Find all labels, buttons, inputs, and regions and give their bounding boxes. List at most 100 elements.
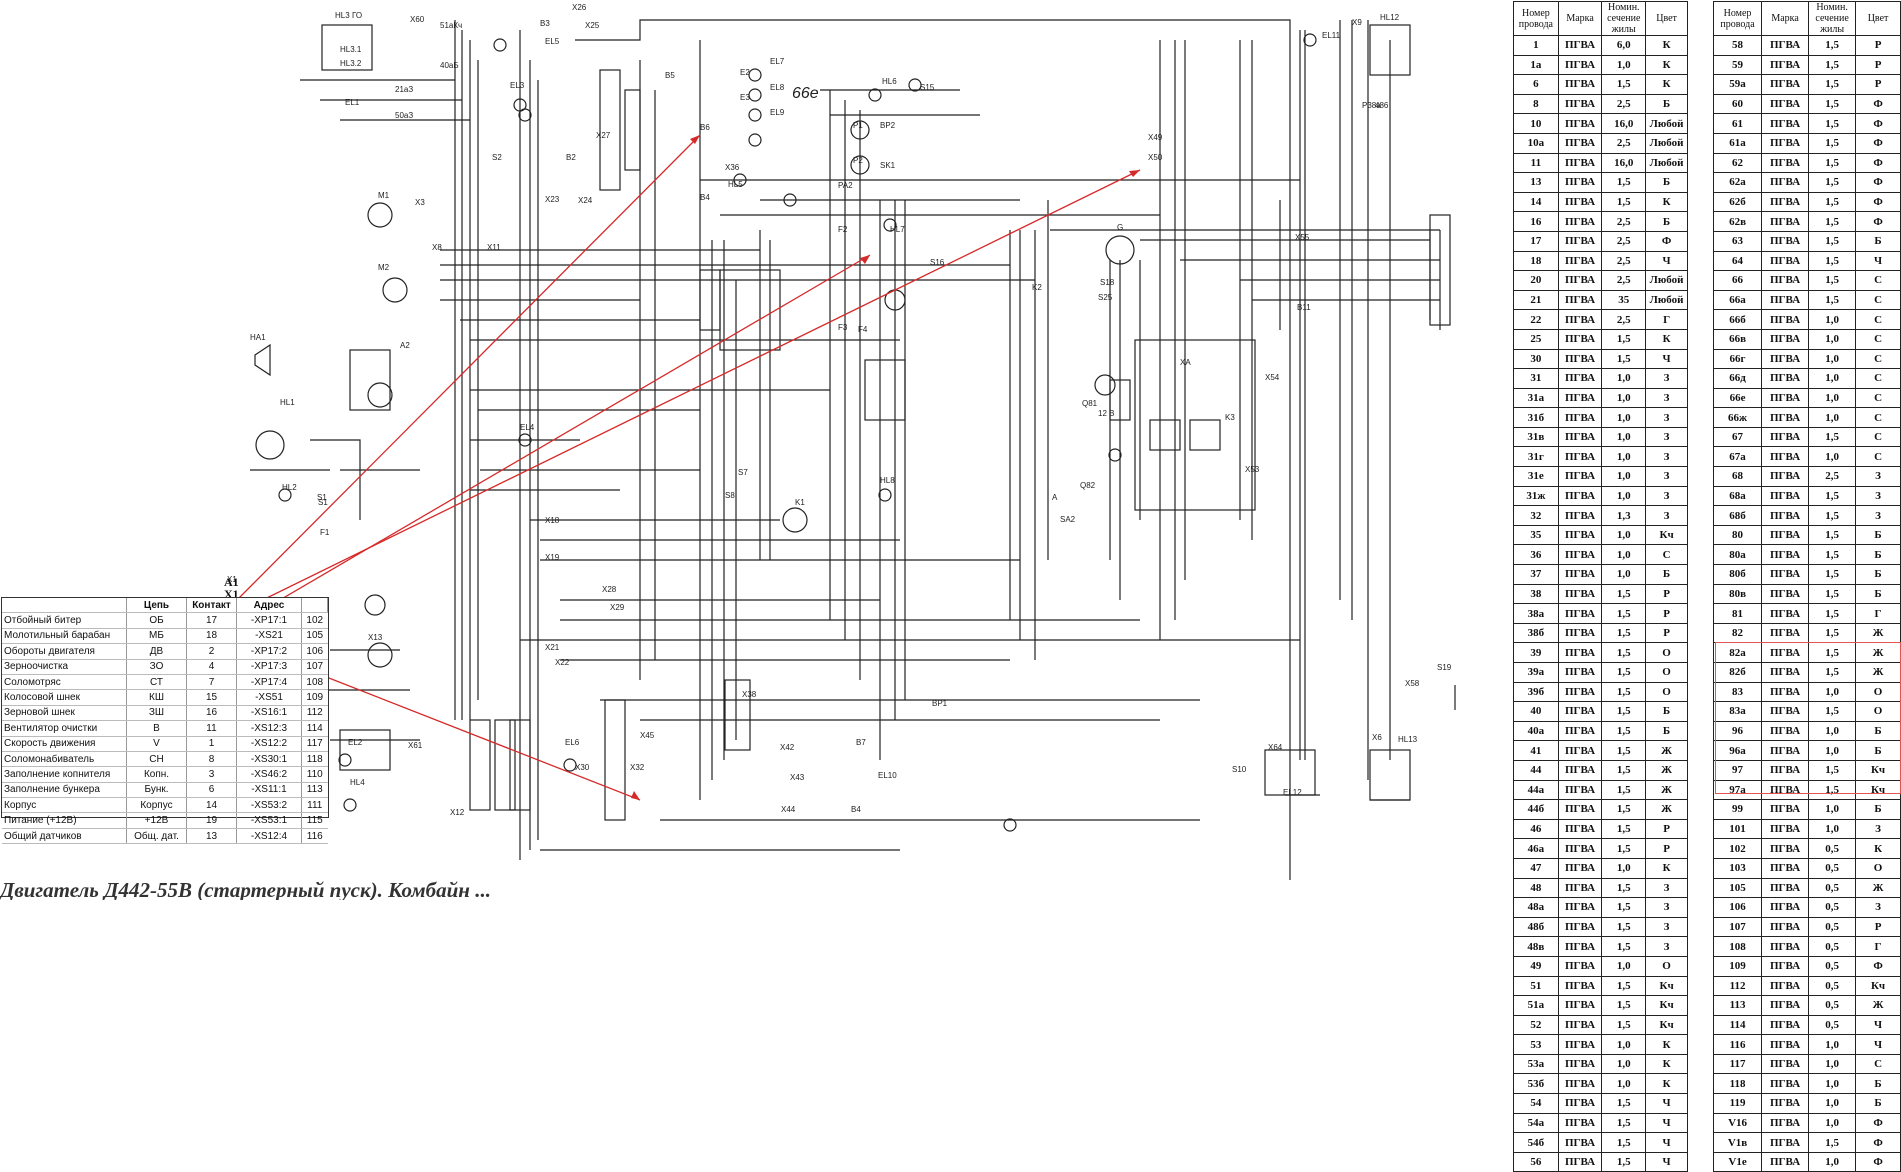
component-label: PA2 xyxy=(838,181,853,190)
wire-cross-section: 1,5 xyxy=(1808,544,1857,566)
wire-brand: ПГВА xyxy=(1761,622,1810,644)
component-label: P38а xyxy=(1362,101,1381,110)
wire-number: 116 xyxy=(1712,1034,1763,1055)
wire-number: 39б xyxy=(1513,681,1559,703)
wire-number: 61а xyxy=(1712,132,1763,154)
component-label: EL3 xyxy=(510,81,525,90)
wire-cross-section: 1,5 xyxy=(1808,289,1857,311)
wire-color: Б xyxy=(1855,524,1901,546)
wire-table-left-header: Номер провода Марка Номин. сечение жилы … xyxy=(1513,1,1688,36)
wire-brand: ПГВА xyxy=(1557,857,1603,879)
wire-color: К xyxy=(1645,54,1688,76)
wire-number: 109 xyxy=(1712,955,1763,977)
component-label: X27 xyxy=(596,131,611,140)
component-label: 12 В xyxy=(1098,409,1114,418)
wire-number: 44б xyxy=(1513,799,1559,820)
wire-number: 44 xyxy=(1513,759,1559,781)
component-label: X19 xyxy=(545,553,560,562)
wire-color: Б xyxy=(1855,1073,1901,1095)
wire-brand: ПГВА xyxy=(1557,172,1603,193)
legend-wire: 109 xyxy=(301,689,328,706)
component-label: B11 xyxy=(1297,303,1311,312)
wire-number: 99 xyxy=(1712,799,1763,820)
wire-color: Г xyxy=(1855,603,1901,624)
wire-brand: ПГВА xyxy=(1557,975,1603,997)
component-label: B2 xyxy=(566,153,576,162)
wire-number: 119 xyxy=(1712,1093,1763,1114)
legend-contact: 7 xyxy=(186,674,237,691)
component-label: EL12 xyxy=(1283,788,1302,797)
wire-color: Ч xyxy=(1855,250,1901,272)
legend-contact: 15 xyxy=(186,689,237,706)
wire-number: 49 xyxy=(1513,955,1559,977)
legend-wire: 111 xyxy=(301,797,328,814)
component-label: S1 xyxy=(318,498,328,507)
wire-color: Ж xyxy=(1645,740,1688,761)
wire-brand: ПГВА xyxy=(1761,152,1810,174)
component-label: X38 xyxy=(742,690,757,699)
component-label: HL1 xyxy=(280,398,295,407)
wire-brand: ПГВА xyxy=(1761,113,1810,134)
wire-cross-section: 1,5 xyxy=(1601,759,1647,781)
wire-cross-section: 1,0 xyxy=(1808,681,1857,703)
wire-brand: ПГВА xyxy=(1557,74,1603,95)
wire-color: Кч xyxy=(1645,524,1688,546)
wire-color: З xyxy=(1645,505,1688,526)
wire-number: 59а xyxy=(1712,74,1763,95)
component-label: HL8 xyxy=(880,476,895,485)
component-label: K3 xyxy=(1225,413,1235,422)
wire-cross-section: 1,5 xyxy=(1808,426,1857,448)
wire-cross-section: 1,5 xyxy=(1601,172,1647,193)
component-label: EL8 xyxy=(770,83,785,92)
component-label: X44 xyxy=(781,805,796,814)
arrow-heads xyxy=(631,135,1140,800)
wire-cross-section: 1,0 xyxy=(1601,466,1647,487)
wire-color: Любой xyxy=(1645,152,1688,174)
component-label: EL7 xyxy=(770,57,785,66)
wire-number: 82б xyxy=(1712,662,1763,683)
wire-number: 51а xyxy=(1513,995,1559,1016)
legend-wire: 117 xyxy=(301,736,328,752)
wire-number: 81 xyxy=(1712,603,1763,624)
wire-color: З xyxy=(1645,407,1688,428)
component-label: X50 xyxy=(1148,153,1163,162)
wire-cross-section: 1,5 xyxy=(1601,995,1647,1016)
wire-number: 114 xyxy=(1712,1014,1763,1036)
wire-color: О xyxy=(1645,642,1688,663)
wire-brand: ПГВА xyxy=(1761,191,1810,213)
wire-brand: ПГВА xyxy=(1557,622,1603,644)
legend-wire: 112 xyxy=(301,705,328,722)
wire-brand: ПГВА xyxy=(1557,54,1603,76)
wire-number: 96а xyxy=(1712,740,1763,761)
wire-cross-section: 1,5 xyxy=(1808,505,1857,526)
wire-brand: ПГВА xyxy=(1557,113,1603,134)
component-label: X3 xyxy=(415,198,425,207)
wire-brand: ПГВА xyxy=(1557,681,1603,703)
wire-brand: ПГВА xyxy=(1761,544,1810,566)
wire-number: 66е xyxy=(1712,387,1763,409)
wire-brand: ПГВА xyxy=(1557,407,1603,428)
wire-number: 80в xyxy=(1712,583,1763,605)
legend-circuit: В xyxy=(126,720,187,737)
wire-cross-section: 1,5 xyxy=(1808,603,1857,624)
component-label: Q82 xyxy=(1080,481,1096,490)
